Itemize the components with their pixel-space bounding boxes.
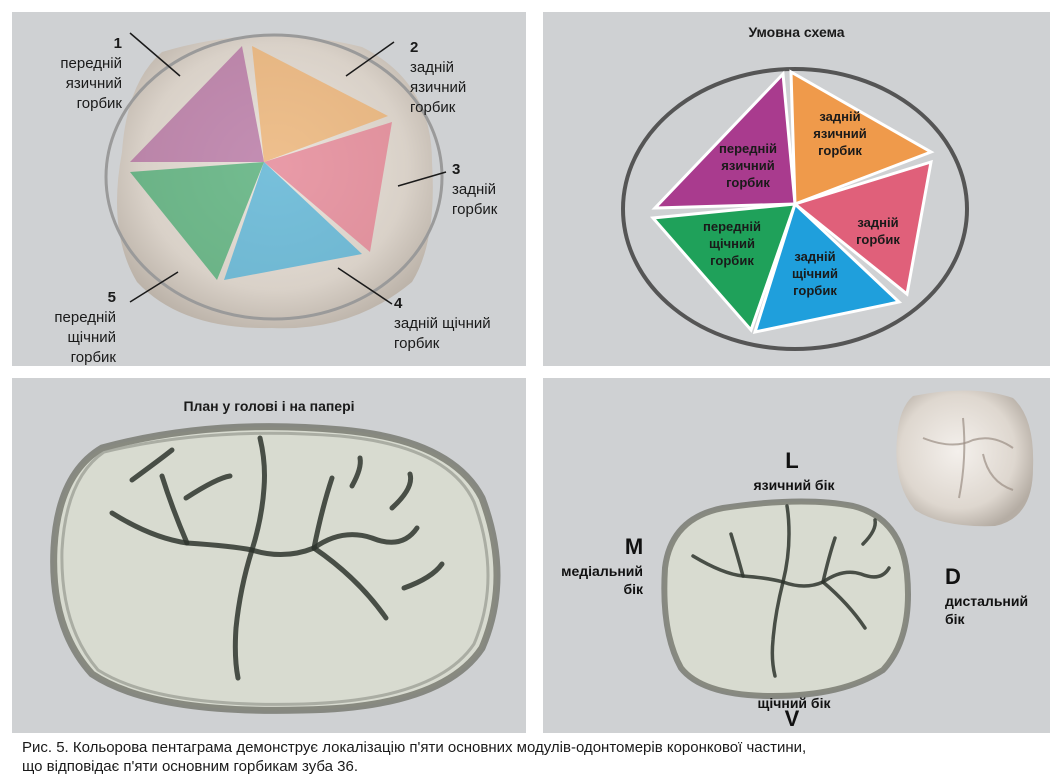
label-V: V: [784, 706, 800, 731]
sketch-grooves: [109, 435, 445, 681]
cusp-overlay-1: [130, 46, 264, 162]
scheme-cusp-2: [789, 69, 935, 207]
scheme-label-5: передній щічний горбик: [703, 219, 761, 268]
scheme-title: Умовна схема: [748, 24, 845, 40]
label-M: M: [624, 534, 644, 559]
scheme-cusp-5: [649, 202, 798, 333]
scheme-ellipse: [621, 67, 969, 351]
scheme-label-1: передній язичний горбик: [719, 141, 777, 190]
label-D: D: [945, 564, 961, 589]
pentagram-scheme: [621, 67, 969, 351]
label-cusp-1: 1 передній язичний горбик: [60, 35, 122, 112]
orientation-drawing: [661, 390, 1034, 700]
scheme-label-3: задній горбик: [856, 215, 900, 247]
label-cusp-5: 5 передній щічний горбик: [54, 289, 116, 366]
cusp-overlay-5: [130, 162, 264, 280]
label-lingual-side: язичний бік: [753, 477, 835, 493]
photo-panel: 1 передній язичний горбик 2 задній язичн…: [12, 12, 526, 366]
label-L: L: [785, 448, 799, 473]
label-medial-side: медіальний бік: [561, 563, 643, 597]
scheme-label-2: задній язичний горбик: [813, 109, 867, 158]
scheme-cusp-3: [791, 159, 933, 297]
sketch-outline: [50, 423, 501, 714]
orientation-panel: L язичний бік M медіальний бік D дисталь…: [543, 378, 1050, 733]
cusp-overlay-4: [224, 162, 362, 280]
orientation-sketch-grooves: [691, 504, 891, 678]
label-distal-side: дистальний бік: [945, 593, 1029, 627]
figure-caption: Рис. 5. Кольорова пентаграма демонструє …: [22, 739, 807, 775]
cusp-overlay-2: [252, 46, 388, 162]
sketch-title: План у голові і на папері: [183, 398, 355, 414]
scheme-panel: Умовна схема передній язичний горбик зад…: [543, 12, 1050, 366]
scheme-cusp-1: [651, 70, 797, 210]
label-cusp-3: 3 задній горбик: [452, 161, 498, 218]
label-buccal-side: щічний бік: [757, 695, 831, 711]
scheme-cusp-4: [752, 201, 903, 334]
scheme-label-4: задній щічний горбик: [792, 249, 838, 298]
cusp-overlay-3: [264, 122, 392, 252]
label-cusp-4: 4 задній щічний горбик: [394, 295, 491, 352]
label-cusp-2: 2 задній язичний горбик: [410, 39, 467, 116]
sketch-panel: План у голові і на папері: [12, 378, 526, 733]
orientation-sketch-outline: [661, 498, 911, 700]
sketch-drawing: [50, 423, 501, 714]
circle-outline: [104, 33, 444, 321]
tooth-photo-illustration: [104, 32, 447, 329]
